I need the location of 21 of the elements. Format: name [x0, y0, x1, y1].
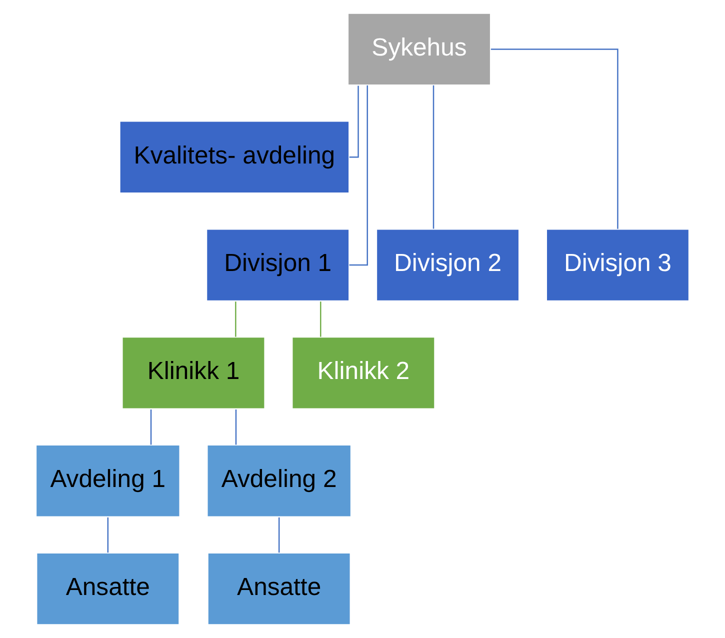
node-box: Divisjon 1 [206, 228, 350, 302]
node-box: Divisjon 3 [546, 228, 690, 302]
connector [150, 410, 152, 445]
node-box: Avdeling 2 [206, 444, 352, 518]
connector [235, 302, 236, 337]
connector [235, 410, 237, 445]
node-box: Klinikk 2 [291, 336, 436, 410]
node-box: Ansatte [36, 552, 180, 626]
connector [349, 86, 359, 158]
node-box: Kvalitets- avdeling [119, 120, 350, 194]
node-box: Klinikk 1 [122, 336, 266, 410]
connector [107, 517, 109, 553]
connector [490, 48, 618, 229]
connector [278, 517, 280, 553]
connector [320, 302, 322, 337]
connector [432, 85, 434, 229]
node-box: Avdeling 1 [35, 444, 180, 518]
node-box: Divisjon 2 [376, 228, 520, 302]
node-box: Sykehus [347, 12, 492, 86]
node-box: Ansatte [207, 552, 352, 626]
connector [349, 85, 368, 266]
